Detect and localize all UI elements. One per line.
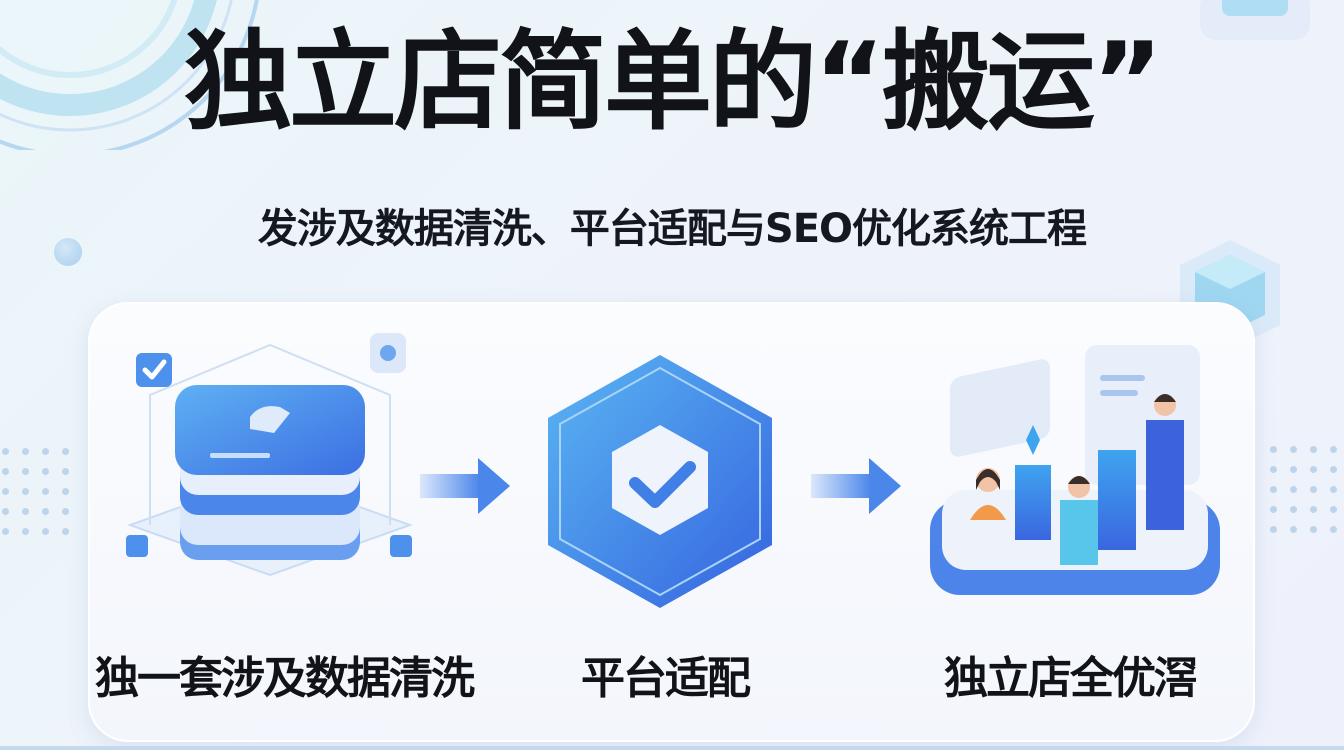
arrow-right-icon — [420, 458, 510, 514]
bar-chart-team-icon — [930, 345, 1220, 595]
subtitle: 发涉及数据清洗、平台适配与SEO优化系统工程 — [257, 206, 1087, 252]
bubble-decoration — [54, 238, 82, 266]
concentric-rings-decoration — [0, 0, 259, 150]
database-stack-icon — [126, 333, 413, 577]
main-title: 独立店简单的“搬运” — [184, 20, 1163, 145]
hexagon-check-shield-icon — [548, 355, 772, 608]
step-label-data-cleaning: 独一套涉及数据清洗 — [95, 653, 475, 704]
step-label-store-optimization: 独立店全优滘 — [944, 653, 1198, 704]
step-label-platform-adaptation: 平台适配 — [581, 653, 751, 704]
glass-cube-decoration — [1200, 0, 1310, 40]
dot-grid-decoration — [2, 448, 69, 535]
arrow-right-icon — [811, 458, 901, 514]
bottom-band-decoration — [0, 746, 1344, 750]
dot-grid-decoration — [1270, 446, 1337, 533]
